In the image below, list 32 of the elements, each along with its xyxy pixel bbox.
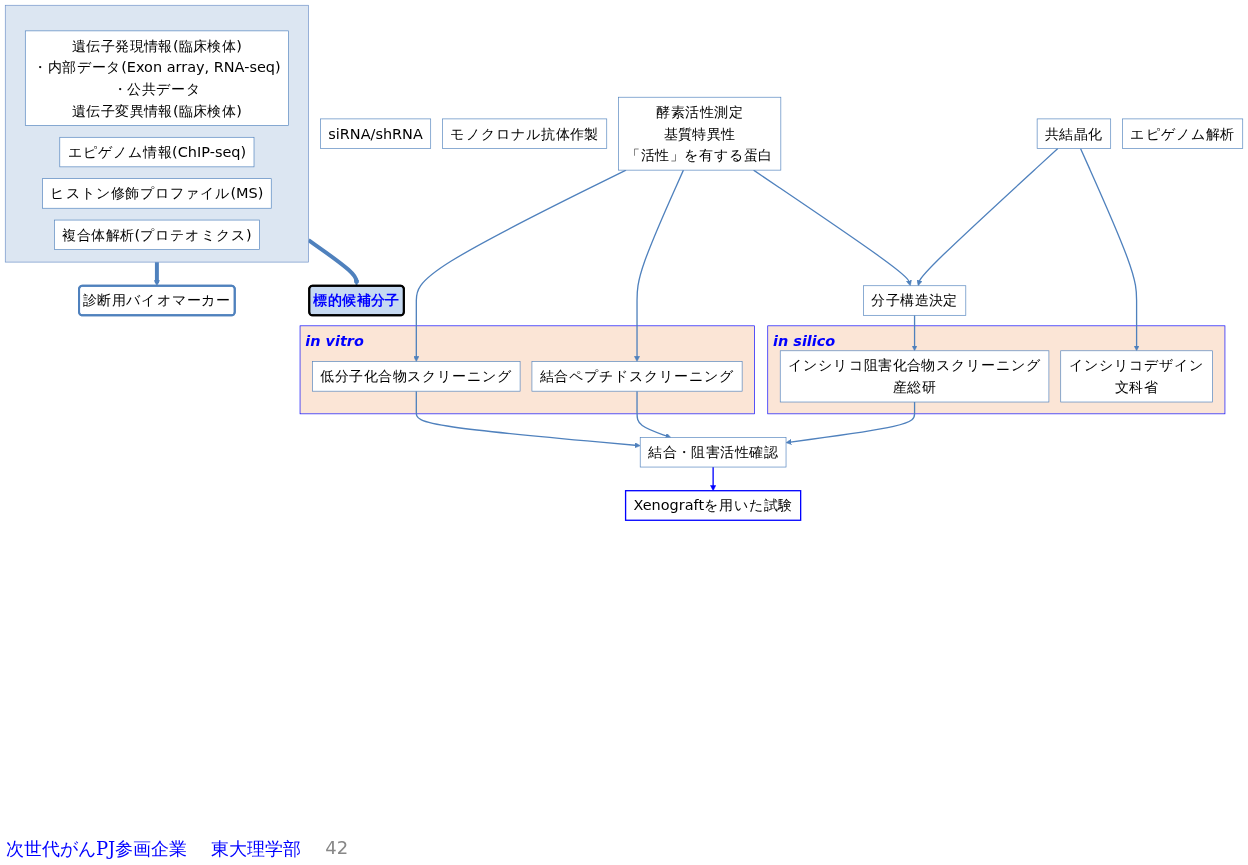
node-box: エピゲノム解析 (1122, 118, 1244, 149)
node-box: エピゲノム情報(ChIP-seq) (59, 136, 255, 168)
page-number: 42 (325, 837, 349, 860)
arrow (634, 169, 685, 362)
node-box: 遺伝子発現情報(臨床検体) ・内部データ(Exon array, RNA-seq) ・公共データ 遺伝子変異情報(臨床検体) (24, 30, 289, 126)
arrow (413, 169, 627, 362)
arrow (1079, 147, 1140, 352)
arrow (415, 390, 641, 449)
arrow (154, 262, 160, 286)
arrow (636, 390, 672, 439)
node-box: siRNA/shRNA (320, 118, 432, 149)
node-box: 低分子化合物スクリーニング (312, 361, 521, 392)
arrow (307, 238, 360, 286)
arrow (911, 314, 918, 352)
arrow (752, 169, 912, 286)
node-box: 酵素活性測定 基質特異性 「活性」を有する蛋白 (618, 96, 782, 171)
node-box: ヒストン修飾プロファイル(MS) (42, 178, 272, 209)
arrow (916, 147, 1059, 286)
node-box: モノクロナル抗体作製 (442, 118, 608, 149)
node-box: 結合ペプチドスクリーニング (531, 361, 743, 392)
cluster (4, 4, 309, 263)
node-box: 複合体解析(プロテオミクス) (54, 219, 260, 250)
node-box: 共結晶化 (1036, 118, 1112, 149)
arrow (785, 401, 916, 445)
arrow (710, 466, 716, 491)
node-box: インシリコデザイン 文科省 (1060, 350, 1213, 403)
node-box: Xenograftを用いた試験 (624, 490, 802, 521)
node-box: 結合・阻害活性確認 (639, 437, 787, 468)
node-box: 分子構造決定 (863, 285, 967, 316)
annotation-text: 次世代がんPJ参画企業 (6, 837, 188, 861)
annotation-text: 東大理学部 (211, 837, 302, 861)
node-box: インシリコ阻害化合物スクリーニング 産総研 (779, 350, 1050, 403)
